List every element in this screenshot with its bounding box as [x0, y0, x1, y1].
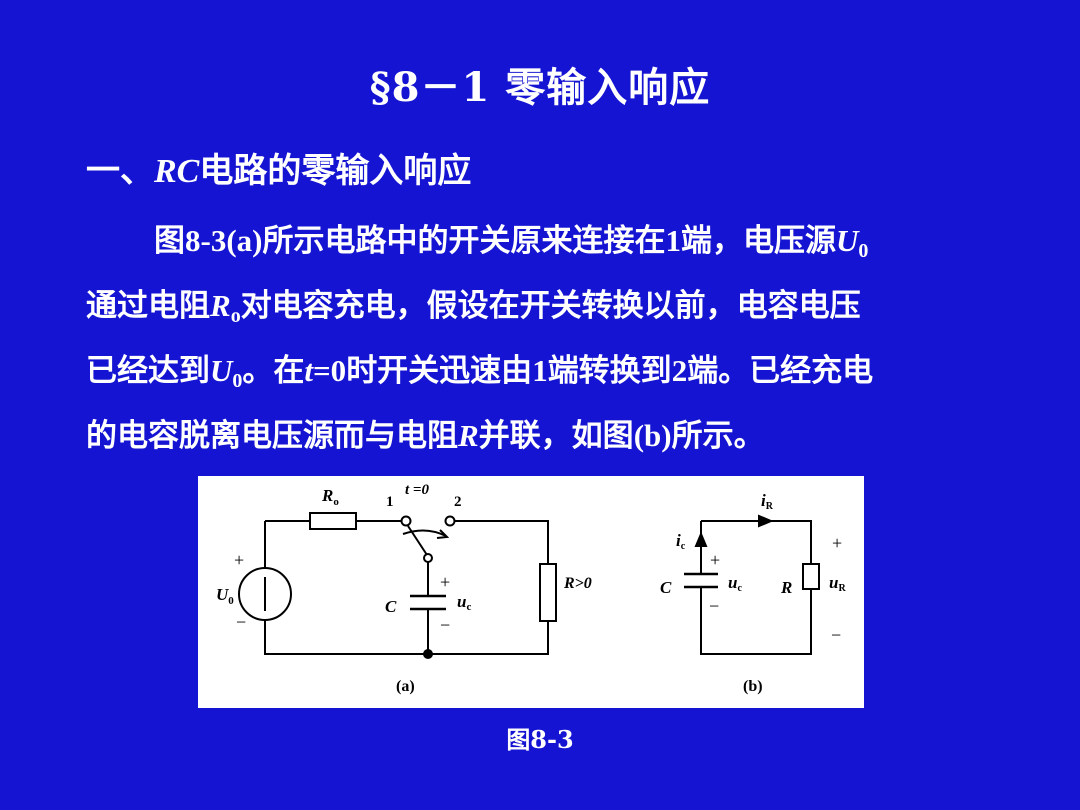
resistor-b	[802, 563, 820, 590]
text-run: 已经达到	[86, 353, 210, 389]
text-run: 时开关迅速由	[346, 353, 533, 389]
label-r-greater-zero: R>0	[563, 575, 592, 592]
label-u0-sub: 0	[228, 595, 234, 607]
capacitor-plus: +	[440, 572, 450, 592]
svg-text:Ro: Ro	[321, 486, 339, 508]
svg-text:iR: iR	[761, 491, 774, 512]
source-minus: −	[236, 612, 246, 632]
text-run: 端。已经充电	[687, 353, 874, 389]
paragraph-line-1: 图8-3(a)所示电路中的开关原来连接在1端，电压源U0	[86, 208, 1016, 273]
source-plus: +	[234, 550, 244, 570]
text-run: 。在	[242, 353, 305, 389]
resistor-minus: −	[831, 625, 841, 645]
text-run: 端，电压源	[680, 223, 836, 259]
label-ur-sub: R	[838, 583, 846, 594]
resistor-r	[539, 563, 557, 622]
label-uc: u	[457, 592, 466, 611]
label-uc-b: u	[728, 573, 737, 592]
subscript: 0	[858, 240, 869, 262]
subscript: 0	[232, 370, 243, 392]
label-ir-sub: R	[766, 501, 774, 512]
paragraph-line-2: 通过电阻Ro对电容充电，假设在开关转换以前，电容电压	[86, 273, 1016, 338]
text-run: 图	[154, 223, 185, 259]
label-ic: i	[676, 531, 681, 550]
circuit-diagram: Ro 1 t =0 2 + U0 − C + uc − R>0 (a)	[216, 482, 846, 695]
label-ur: u	[829, 573, 838, 592]
capacitor-minus: −	[440, 615, 450, 635]
label-ic-sub: c	[681, 541, 686, 552]
label-uc-sub: c	[466, 601, 471, 613]
wire	[264, 620, 549, 655]
svg-text:U0: U0	[216, 585, 234, 607]
switch-pivot	[423, 553, 433, 563]
section-prefix: 一、	[86, 151, 154, 191]
label-r0: R	[321, 486, 333, 505]
ir-arrow	[758, 514, 774, 528]
capacitor-b-plates	[684, 572, 718, 589]
capacitor-plates	[410, 594, 446, 611]
svg-text:uc: uc	[457, 592, 471, 613]
figure-caption: 图8-3	[506, 725, 574, 754]
svg-text:uc: uc	[728, 573, 742, 594]
section-rest: 电路的零输入响应	[199, 151, 472, 191]
variable: U	[210, 353, 233, 388]
switch-arc-arrowhead	[436, 529, 450, 539]
switch-contact-1	[400, 515, 412, 527]
wire	[701, 520, 812, 564]
label-position-1: 1	[386, 494, 394, 510]
text-run: 端转换到	[547, 353, 672, 389]
variable: t	[304, 353, 314, 388]
variable: R	[458, 418, 479, 453]
panel-label-b: (b)	[743, 678, 763, 695]
capacitor-b-minus: −	[709, 596, 719, 616]
variable: U	[835, 223, 859, 258]
text-run: 的电容脱离电压源而与电阻	[86, 418, 458, 454]
label-r-b: R	[780, 578, 792, 597]
text-run: =0	[313, 353, 347, 388]
wire	[700, 588, 812, 655]
circuit-b: iR ic + + C uc − R uR − (b)	[660, 491, 846, 695]
ic-arrow	[694, 531, 708, 547]
resistor-r0	[309, 512, 357, 530]
text-run: 8-3(a)	[185, 223, 263, 258]
body-paragraph: 图8-3(a)所示电路中的开关原来连接在1端，电压源U0 通过电阻Ro对电容充电…	[86, 208, 1016, 468]
panel-label-a: (a)	[396, 678, 415, 695]
svg-text:uR: uR	[829, 573, 846, 594]
text-run: 通过电阻	[86, 288, 210, 324]
text-run: 所示电路中的开关原来连接在	[262, 223, 666, 259]
label-capacitor-b: C	[660, 578, 672, 597]
label-uc-b-sub: c	[737, 583, 742, 594]
junction-dot	[423, 649, 433, 659]
label-switch-time: t =0	[405, 482, 429, 498]
subscript: o	[230, 305, 241, 327]
slide-title: §8－1 零输入响应	[369, 64, 711, 111]
circuit-figure: Ro 1 t =0 2 + U0 − C + uc − R>0 (a)	[198, 476, 864, 708]
paragraph-line-3: 已经达到U0。在t=0时开关迅速由1端转换到2端。已经充电	[86, 338, 1016, 403]
paragraph-line-4: 的电容脱离电压源而与电阻R并联，如图(b)所示。	[86, 403, 1016, 468]
text-run: 1	[532, 353, 548, 388]
switch-contact-2	[444, 515, 456, 527]
text-run: 1	[665, 223, 681, 258]
variable: R	[210, 288, 231, 323]
text-run: 对电容充电，假设在开关转换以前，电容电压	[240, 288, 861, 324]
circuit-a: Ro 1 t =0 2 + U0 − C + uc − R>0 (a)	[216, 482, 592, 695]
section-italic: RC	[154, 153, 200, 190]
switch-arc	[402, 529, 447, 537]
label-ir: i	[761, 491, 766, 510]
label-capacitor: C	[385, 597, 397, 616]
wire	[455, 520, 549, 564]
capacitor-b-plus: +	[710, 550, 720, 570]
label-position-2: 2	[454, 494, 462, 510]
text-run: 所示。	[671, 418, 765, 454]
resistor-plus: +	[832, 533, 842, 553]
text-run: (b)	[633, 418, 672, 453]
section-heading: 一、RC电路的零输入响应	[86, 143, 471, 192]
label-r0-sub: o	[333, 496, 339, 508]
svg-text:ic: ic	[676, 531, 686, 552]
text-run: 并联，如图	[478, 418, 634, 454]
text-run: 2	[671, 353, 688, 388]
label-u0: U	[216, 585, 229, 604]
